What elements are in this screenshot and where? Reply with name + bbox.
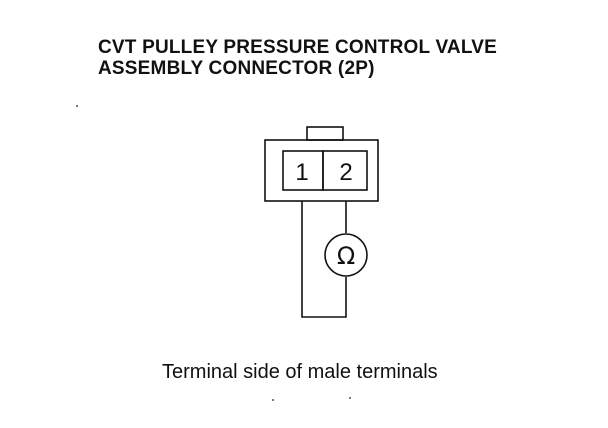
diagram-caption: Terminal side of male terminals (162, 361, 438, 383)
ohmmeter-icon: Ω (337, 242, 355, 270)
pin-label-2: 2 (339, 159, 352, 186)
connector-housing (264, 139, 379, 202)
pin-label-1: 1 (295, 159, 308, 186)
test-lead-pin-1 (301, 201, 347, 318)
connector-pin-cell-2 (322, 150, 368, 191)
scan-speck (272, 399, 274, 401)
ohmmeter-circle (324, 233, 368, 277)
scan-speck (349, 397, 351, 399)
connector-lock-tab (306, 126, 344, 141)
scan-speck (76, 105, 78, 107)
page-title-line-1: CVT PULLEY PRESSURE CONTROL VALVE (98, 37, 497, 58)
page-title-line-2: ASSEMBLY CONNECTOR (2P) (98, 58, 375, 79)
